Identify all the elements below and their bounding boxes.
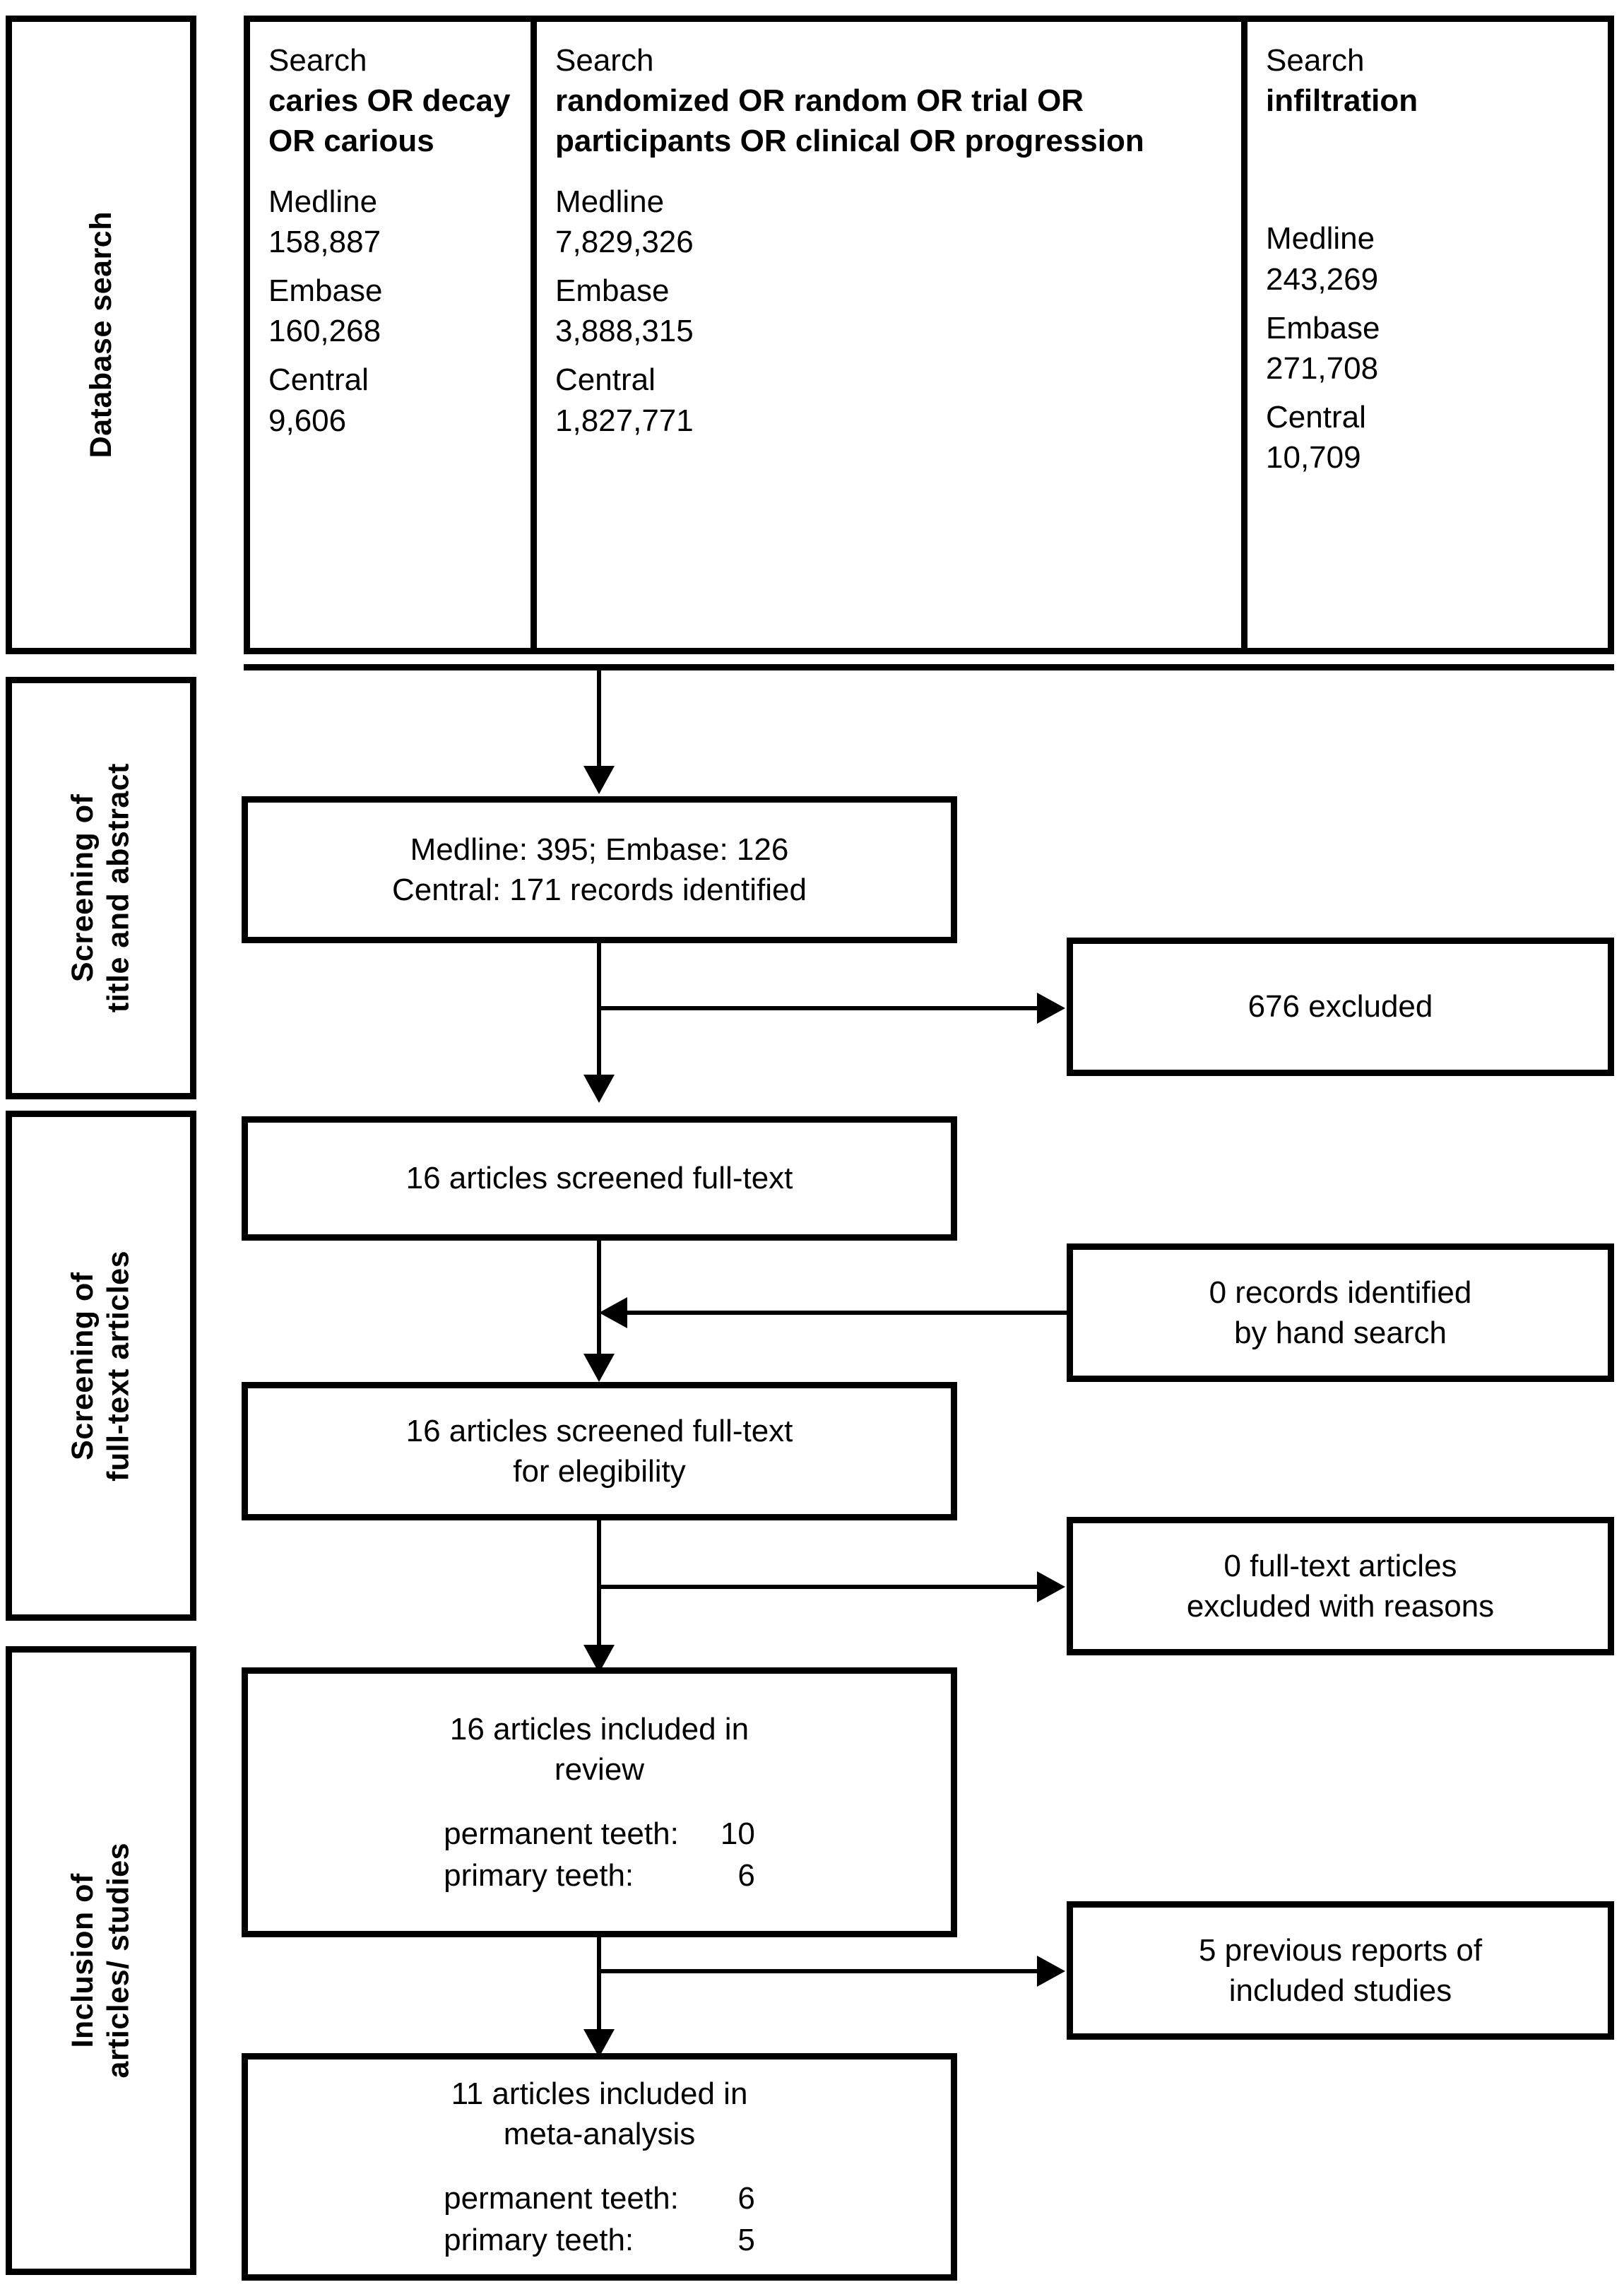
database-name: Medline (555, 184, 665, 219)
previous-reports-line-1: 5 previous reports of (1198, 1932, 1483, 1968)
arrowhead-down (583, 2029, 615, 2057)
box-excluded-screening: 676 excluded (1067, 938, 1614, 1076)
included-review-line-2: review (554, 1751, 645, 1787)
database-count: 271,708 (1266, 350, 1379, 386)
database-name: Embase (268, 273, 383, 308)
database-result: Embase 271,708 (1266, 308, 1591, 389)
breakdown-label: primary teeth: (444, 1858, 634, 1893)
included-review-breakdown: permanent teeth: 10 primary teeth: 6 (444, 1814, 755, 1896)
box-records-identified: Medline: 395; Embase: 126 Central: 171 r… (242, 796, 957, 943)
screened-eligibility-line-2: for elegibility (513, 1454, 686, 1489)
connector-eligibility-to-included (597, 1520, 601, 1648)
database-result: Central 9,606 (268, 360, 514, 440)
search-terms: caries OR decay OR carious (268, 83, 511, 159)
database-count: 243,269 (1266, 261, 1379, 297)
connector-search-to-records (597, 668, 601, 767)
database-count: 9,606 (268, 403, 347, 438)
database-result: Central 10,709 (1266, 397, 1591, 478)
excluded-screening-line-1: 676 excluded (1247, 989, 1433, 1024)
search-column-randomized: Search randomized OR random OR trial OR … (531, 22, 1241, 648)
database-search-group: Search caries OR decay OR carious Medlin… (244, 16, 1614, 654)
stage-label-text: Screening of full-text articles (66, 1250, 136, 1482)
search-label: Search (1266, 43, 1365, 78)
stage-label-database-search: Database search (6, 16, 196, 654)
search-terms: infiltration (1266, 83, 1418, 119)
arrowhead-down (583, 1354, 615, 1382)
included-meta-line-2: meta-analysis (503, 2116, 696, 2151)
excluded-fulltext-line-2: excluded with reasons (1186, 1589, 1495, 1624)
database-result: Central 1,827,771 (555, 360, 1224, 440)
database-result: Medline 7,829,326 (555, 182, 1224, 262)
included-meta-line-1: 11 articles included in (451, 2076, 748, 2111)
database-count: 3,888,315 (555, 314, 694, 349)
breakdown-value: 10 (720, 1816, 755, 1851)
records-identified-line-2: Central: 171 records identified (392, 873, 807, 907)
database-result: Embase 160,268 (268, 271, 514, 351)
connector-records-to-screened (597, 943, 601, 1077)
hand-search-line-1: 0 records identified (1209, 1275, 1472, 1310)
database-count: 158,887 (268, 224, 381, 259)
database-count: 1,827,771 (555, 403, 694, 438)
database-result: Embase 3,888,315 (555, 271, 1224, 351)
included-review-line-1: 16 articles included in (449, 1711, 749, 1747)
database-name: Medline (268, 184, 378, 219)
stage-label-text: Screening of title and abstract (66, 763, 136, 1013)
screened-eligibility-line-1: 16 articles screened full-text (405, 1413, 793, 1448)
box-screened-fulltext: 16 articles screened full-text (242, 1116, 957, 1241)
search-label: Search (555, 43, 654, 78)
stage-label-screening-title-abstract: Screening of title and abstract (6, 677, 196, 1099)
arrowhead-down (583, 766, 615, 794)
connector-review-to-previous-reports (597, 1969, 1038, 1973)
hand-search-line-2: by hand search (1234, 1316, 1447, 1350)
previous-reports-line-2: included studies (1228, 1973, 1452, 2008)
database-count: 160,268 (268, 314, 381, 349)
included-meta-breakdown: permanent teeth: 6 primary teeth: 5 (444, 2178, 755, 2260)
database-name: Embase (1266, 310, 1380, 345)
stage-label-text: Inclusion of articles/ studies (66, 1843, 136, 2079)
breakdown-label: permanent teeth: (444, 1816, 679, 1851)
stage-label-screening-fulltext: Screening of full-text articles (6, 1111, 196, 1621)
breakdown-value: 6 (737, 2181, 755, 2216)
screened-fulltext-line-1: 16 articles screened full-text (405, 1161, 793, 1196)
search-column-infiltration: Search infiltration Medline 243,269 Emba… (1241, 22, 1608, 648)
breakdown-label: primary teeth: (444, 2223, 634, 2258)
arrowhead-left (599, 1297, 627, 1328)
database-name: Medline (1266, 221, 1375, 256)
database-count: 7,829,326 (555, 224, 694, 259)
excluded-fulltext-line-1: 0 full-text articles (1223, 1548, 1457, 1583)
box-excluded-fulltext: 0 full-text articles excluded with reaso… (1067, 1517, 1614, 1655)
database-name: Central (555, 362, 656, 398)
arrowhead-right (1037, 1571, 1065, 1602)
box-screened-eligibility: 16 articles screened full-text for elegi… (242, 1382, 957, 1520)
breakdown-value: 5 (737, 2223, 755, 2258)
arrowhead-down (583, 1075, 615, 1103)
arrowhead-right (1037, 1956, 1065, 1987)
search-label: Search (268, 43, 367, 78)
database-name: Central (268, 362, 369, 398)
database-name: Central (1266, 400, 1366, 435)
search-collector-bar (244, 664, 1614, 670)
database-count: 10,709 (1266, 440, 1361, 475)
stage-label-text: Database search (83, 211, 118, 459)
box-hand-search: 0 records identified by hand search (1067, 1243, 1614, 1382)
connector-records-to-excluded (597, 1006, 1038, 1010)
box-previous-reports: 5 previous reports of included studies (1067, 1901, 1614, 2040)
database-result: Medline 243,269 (1266, 218, 1591, 299)
breakdown-label: permanent teeth: (444, 2181, 679, 2216)
breakdown-value: 6 (737, 1858, 755, 1893)
box-included-meta-analysis: 11 articles included in meta-analysis pe… (242, 2053, 957, 2281)
stage-label-inclusion: Inclusion of articles/ studies (6, 1646, 196, 2275)
connector-handsearch-to-stem (627, 1311, 1067, 1315)
connector-eligibility-to-excluded (597, 1585, 1038, 1589)
search-column-caries: Search caries OR decay OR carious Medlin… (250, 22, 531, 648)
database-result: Medline 158,887 (268, 182, 514, 262)
database-name: Embase (555, 273, 670, 308)
arrowhead-right (1037, 993, 1065, 1024)
records-identified-line-1: Medline: 395; Embase: 126 (410, 832, 789, 867)
connector-review-to-meta (597, 1937, 601, 2032)
box-included-review: 16 articles included in review permanent… (242, 1667, 957, 1937)
search-terms: randomized OR random OR trial OR partici… (555, 83, 1144, 159)
